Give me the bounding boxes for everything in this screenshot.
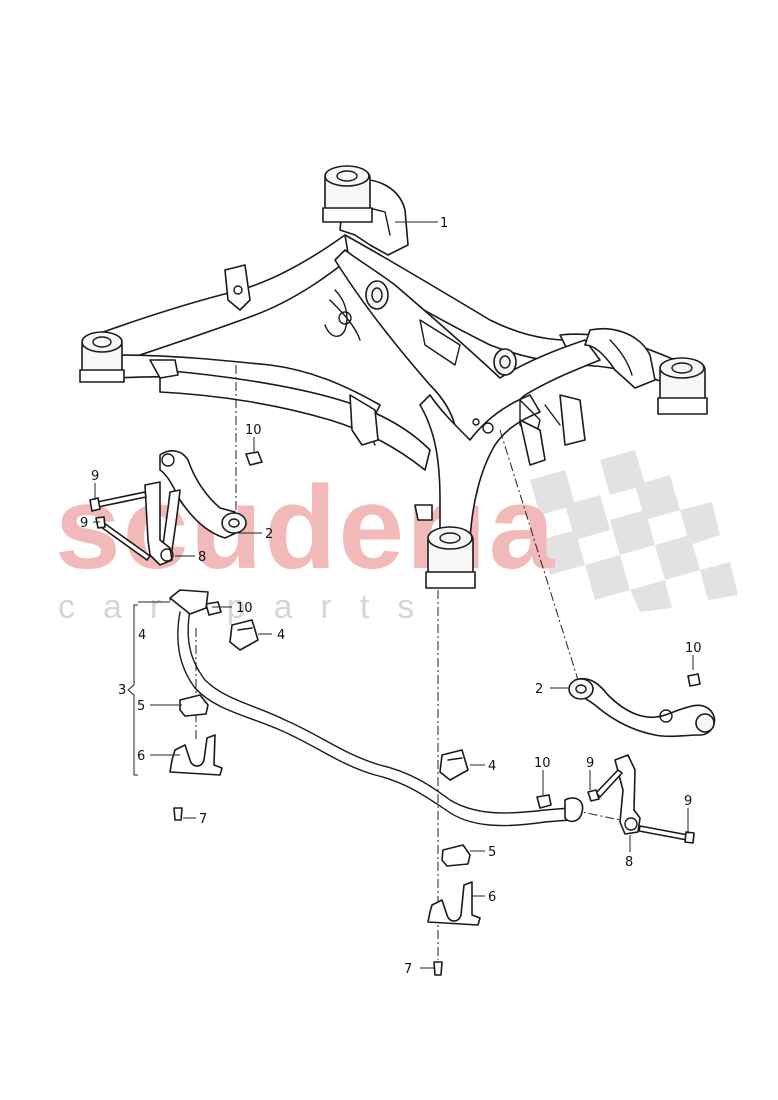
nut-mid: [205, 601, 222, 616]
callout-6-right: 6: [488, 890, 496, 905]
callout-9-right-lower: 9: [684, 794, 692, 809]
subframe-mount-center: [425, 526, 476, 589]
nut-upper: [245, 451, 263, 466]
subframe-mount-top: [322, 165, 373, 223]
callout-10-upper: 10: [245, 423, 262, 438]
callout-9-left-upper: 9: [91, 469, 99, 484]
bolt-7-left: [173, 807, 183, 821]
callouts: 1 2 2 3 4 4 4 5 5 6 6 7 7 8 8 9 9 9 9 10…: [80, 216, 702, 977]
coupling-link-right: [614, 754, 641, 835]
callout-7-right: 7: [404, 962, 412, 977]
callout-10-mid: 10: [236, 601, 253, 616]
callout-5-right: 5: [488, 845, 496, 860]
bolt-right-lower: [638, 825, 695, 844]
callout-10-right: 10: [685, 641, 702, 656]
nut-lower: [536, 794, 552, 809]
checkered-flag-watermark: [530, 450, 738, 612]
clamp-upper-right: [441, 844, 471, 867]
control-arm-right: [568, 677, 716, 738]
callout-2-right: 2: [535, 682, 543, 697]
callout-6-left: 6: [137, 749, 145, 764]
subframe-mount-rear-right: [657, 357, 708, 415]
watermark-brand: scuderia: [55, 462, 556, 594]
callout-8-left: 8: [198, 550, 206, 565]
clamp-bracket-left: [169, 734, 223, 776]
callout-10-lower: 10: [534, 756, 551, 771]
subframe-mount-front-left: [79, 331, 125, 383]
bolt-right-upper: [587, 769, 623, 802]
coupling-link-left: [144, 481, 174, 566]
subframe-inner-bushing-right: [493, 348, 517, 376]
bolt-left-lower: [95, 516, 151, 561]
subframe-inner-bushing-left: [365, 280, 389, 310]
callout-4-mount-upper: 4: [277, 628, 285, 643]
subframe: [79, 165, 708, 589]
callout-5-left: 5: [137, 699, 145, 714]
stabilizer-bar: [169, 589, 584, 827]
callout-3: 3: [118, 683, 126, 698]
nut-right: [687, 673, 701, 687]
callout-9-right-upper: 9: [586, 756, 594, 771]
clamp-upper-left: [179, 694, 209, 717]
control-arm-bushing: [221, 512, 247, 534]
bolt-left-upper: [89, 491, 147, 512]
clamp-bracket-right: [427, 881, 481, 926]
callout-4-mount-lower: 4: [488, 759, 496, 774]
rubber-mount-upper: [229, 619, 259, 651]
callout-4-bracket: 4: [138, 628, 146, 643]
control-arm-left: [159, 450, 247, 553]
assembly-lines: [195, 365, 631, 960]
callout-7-left: 7: [199, 812, 207, 827]
bolt-7-right: [433, 961, 443, 976]
callout-1: 1: [440, 216, 448, 231]
callout-8-right: 8: [625, 855, 633, 870]
callout-9-left-lower: 9: [80, 516, 88, 531]
leader-lines: [93, 221, 694, 969]
callout-2-left: 2: [265, 527, 273, 542]
rubber-mount-lower: [439, 749, 469, 781]
watermark-tagline: car parts: [58, 588, 442, 626]
